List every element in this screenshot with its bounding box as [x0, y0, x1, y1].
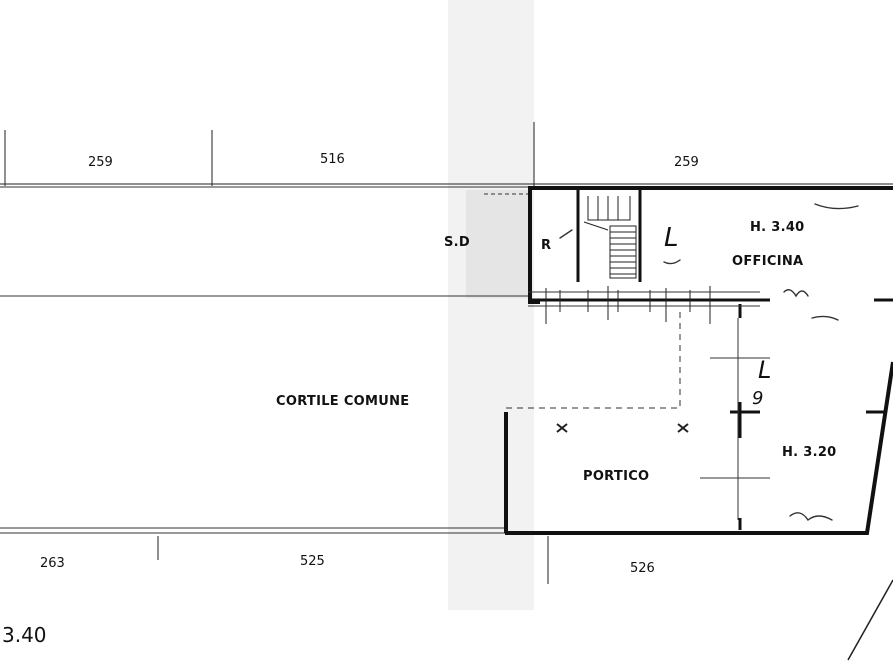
dim-bottom-left: 263	[40, 556, 65, 571]
room-label-portico: PORTICO	[583, 469, 649, 484]
door-markers	[545, 286, 711, 324]
floor-height-label: 3.40	[2, 623, 47, 647]
dim-top-right: 259	[674, 155, 699, 170]
dim-top-middle: 516	[320, 152, 345, 167]
handwritten-note-c: 9	[752, 388, 763, 409]
staircase	[583, 196, 637, 279]
handwritten-note-a: L	[664, 223, 679, 253]
exterior-walls	[504, 186, 893, 535]
scan-band-light	[466, 190, 528, 298]
room-label-sd: S.D	[444, 235, 470, 250]
top-dimension-line	[0, 122, 893, 186]
room-label-cortile: CORTILE COMUNE	[276, 394, 409, 409]
handwritten-note-b: L	[758, 356, 771, 384]
room-label-ripostiglio: R	[541, 238, 551, 253]
handwritten-marks	[559, 203, 859, 522]
scan-band	[448, 0, 534, 610]
thin-lines	[528, 291, 770, 520]
pillar-marks	[556, 423, 689, 433]
dim-bottom-middle: 525	[300, 554, 325, 569]
height-portico: H. 3.20	[782, 445, 837, 460]
far-right-edge	[847, 579, 893, 661]
room-label-officina: OFFICINA	[732, 254, 803, 269]
dim-bottom-right: 526	[630, 561, 655, 576]
dim-top-left: 259	[88, 155, 113, 170]
height-officina: H. 3.40	[750, 220, 805, 235]
courtyard-lines	[0, 186, 528, 534]
bottom-dimension-ticks	[157, 536, 549, 584]
portico-dashed-outline	[506, 310, 681, 409]
